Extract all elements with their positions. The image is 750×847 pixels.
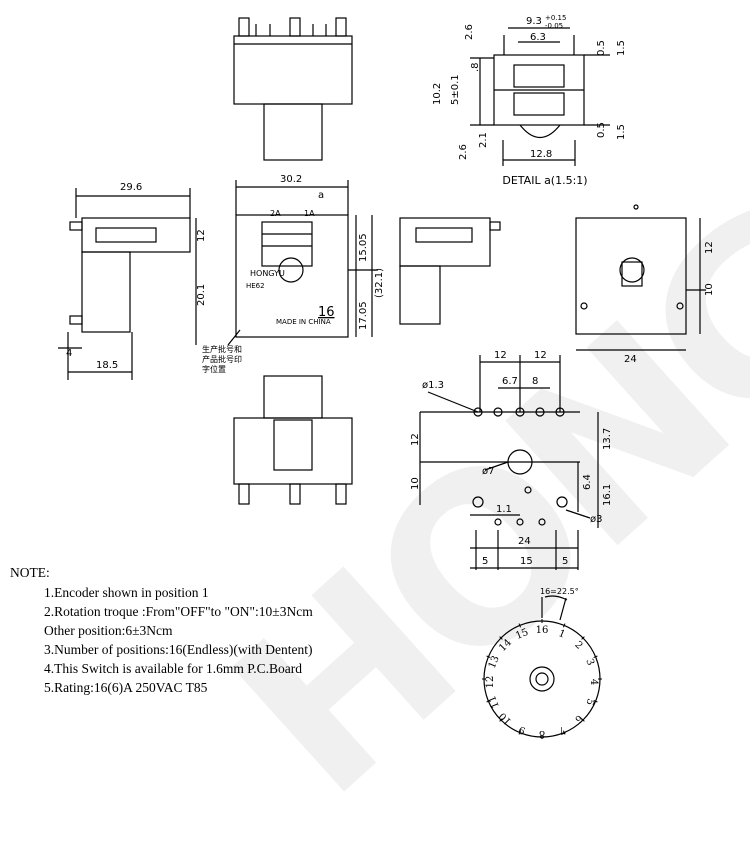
front-chinese-note-3: 字位置 xyxy=(202,364,226,374)
dial-tick xyxy=(562,623,566,628)
dial-position-label: 8 xyxy=(539,728,545,739)
detail-dim-0-5-bottom: 0.5 xyxy=(596,122,607,138)
detail-dim-2-6-bottom: 2.6 xyxy=(458,144,469,160)
pcb-dim-5-b: 5 xyxy=(562,556,568,567)
pcb-dim-12-a: 12 xyxy=(494,350,507,361)
notes-header: NOTE: xyxy=(10,565,50,580)
pcb-dim-5-a: 5 xyxy=(482,556,488,567)
detail-dim-0-5-top: 0.5 xyxy=(596,40,607,56)
pcb-dim-8: 8 xyxy=(532,376,538,387)
pcb-dim-3: ø3 xyxy=(590,514,602,525)
dial-position-label: 11 xyxy=(487,694,502,710)
front-dim-17-05: 17.05 xyxy=(358,301,369,330)
dial-tick xyxy=(562,730,566,735)
technical-drawing: 9.3 +0.15 -0.05 6.3 DETAIL a(1.5:1) 12.8… xyxy=(58,14,715,739)
dial-position-label: 1 xyxy=(557,628,567,641)
pcb-dim-12-v: 12 xyxy=(410,433,421,446)
dial-position-label: 13 xyxy=(487,654,502,670)
note-1: 1.Encoder shown in position 1 xyxy=(44,585,209,600)
dial-tick xyxy=(593,699,598,703)
top-view xyxy=(233,17,353,161)
pcb-dim-12-b: 12 xyxy=(534,350,547,361)
dial-position-label: 15 xyxy=(514,627,530,642)
dial-position-label: 9 xyxy=(517,723,527,736)
right-dim-12: 12 xyxy=(704,241,715,254)
pcb-dim-1-1: 1.1 xyxy=(496,504,512,515)
dial-position-label: 4 xyxy=(588,679,599,685)
front-position: 16 xyxy=(318,305,335,320)
front-label-1a: 1A xyxy=(304,209,315,218)
dial-tick xyxy=(581,636,585,640)
detail-dim-12-8: 12.8 xyxy=(530,149,552,160)
side-dim-4: 4 xyxy=(66,348,72,359)
dial-tick xyxy=(486,655,491,659)
front-brand: HONGYU xyxy=(250,269,285,278)
front-view xyxy=(227,180,378,346)
side-dim-20-1: 20.1 xyxy=(196,284,207,306)
front-model: HE62 xyxy=(246,282,265,290)
pcb-dim-6-7: 6.7 xyxy=(502,376,518,387)
pcb-dim-13-7: 13.7 xyxy=(602,428,613,450)
front-dim-15-05: 15.05 xyxy=(358,233,369,262)
pcb-dim-15: 15 xyxy=(520,556,533,567)
dial-position-label: 2 xyxy=(572,639,584,651)
dial-position-label: 16 xyxy=(536,625,549,636)
right-dim-24: 24 xyxy=(624,354,637,365)
detail-dim-5: 5±0.1 xyxy=(450,74,461,105)
dial-position-label: 6 xyxy=(572,712,584,724)
front-label-2a: 2A xyxy=(270,209,281,218)
dial-tick xyxy=(593,655,598,659)
front-chinese-note-2: 产品批号印 xyxy=(202,354,242,364)
front-chinese-note-1: 生产批号和 xyxy=(202,344,242,354)
dial-position-label: 3 xyxy=(583,657,596,667)
pcb-dim-16-1: 16.1 xyxy=(602,484,613,506)
right-view xyxy=(399,217,501,325)
detail-dim-9-3-minus: -0.05 xyxy=(545,22,563,30)
front-dim-32-1: (32.1) xyxy=(374,268,385,298)
side-dim-12: 12 xyxy=(196,229,207,242)
dial-tick xyxy=(486,699,491,703)
note-4: 4.This Switch is available for 1.6mm P.C… xyxy=(44,661,302,676)
dial-tick xyxy=(518,623,522,628)
note-2: 2.Rotation troque :From"OFF"to "ON":10±3… xyxy=(44,604,313,619)
detail-dim-9-3-plus: +0.15 xyxy=(545,14,566,22)
side-view xyxy=(58,188,197,380)
detail-dim-10-2: 10.2 xyxy=(432,83,443,105)
detail-dim-2-6-top: 2.6 xyxy=(464,24,475,40)
note-5: 5.Rating:16(6)A 250VAC T85 xyxy=(44,680,208,695)
pcb-dim-10: 10 xyxy=(410,477,421,490)
detail-dim-2-1: 2.1 xyxy=(478,132,489,148)
detail-caption: DETAIL a(1.5:1) xyxy=(502,174,587,187)
front-dim-30-2: 30.2 xyxy=(280,174,302,185)
detail-dim-1-5-bottom: 1.5 xyxy=(616,124,627,140)
dial-position-label: 10 xyxy=(497,710,514,727)
bottom-view xyxy=(233,375,353,505)
dial-tick xyxy=(499,636,503,640)
dial-position-label: 5 xyxy=(583,697,596,707)
detail-dim-6-3: 6.3 xyxy=(530,32,546,43)
dial-position-label: 7 xyxy=(557,723,567,736)
pcb-dim-1-3: ø1.3 xyxy=(422,380,444,391)
front-made-in: MADE IN CHINA xyxy=(276,318,331,326)
detail-dim-0-8: .8 xyxy=(470,62,481,72)
dial-position-label: 12 xyxy=(485,676,496,689)
detail-dim-9-3: 9.3 xyxy=(526,16,542,27)
rear-view xyxy=(575,204,706,351)
note-3: 3.Number of positions:16(Endless)(with D… xyxy=(44,642,313,657)
side-dim-18-5: 18.5 xyxy=(96,360,118,371)
pcb-dim-24: 24 xyxy=(518,536,531,547)
pcb-dim-6-4: 6.4 xyxy=(582,474,593,490)
dial-tick xyxy=(581,718,585,722)
side-dim-29-6: 29.6 xyxy=(120,182,142,193)
right-dim-10: 10 xyxy=(704,283,715,296)
dial-tick xyxy=(499,718,503,722)
detail-a xyxy=(470,27,610,166)
pcb-dim-7: ø7 xyxy=(482,466,494,477)
detail-dim-1-5-top: 1.5 xyxy=(616,40,627,56)
dial-angle-label: 16=22.5° xyxy=(540,587,579,596)
dial-tick xyxy=(518,730,522,735)
pcb-layout xyxy=(419,355,599,570)
note-2b: Other position:6±3Ncm xyxy=(44,623,173,638)
front-label-a: a xyxy=(318,190,324,201)
